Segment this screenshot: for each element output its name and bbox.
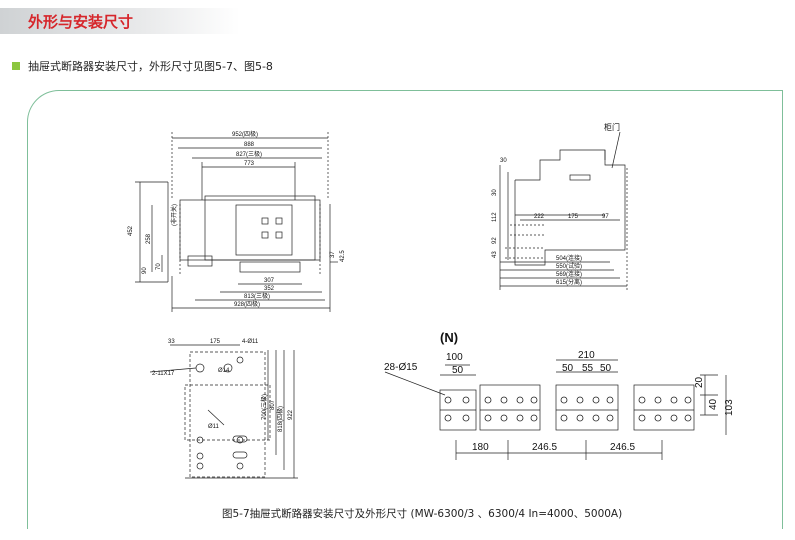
- label-d11: Ø11: [208, 424, 220, 430]
- dim-side-550: 550(试验): [556, 262, 582, 270]
- dim-42-5: 42.5: [340, 250, 346, 262]
- dim-term-40: 40: [708, 398, 719, 410]
- header-bar: [0, 8, 240, 34]
- terminal-holes: [444, 396, 692, 422]
- dim-307: 307: [264, 278, 275, 284]
- dim-952: 952(四极): [232, 130, 258, 138]
- dim-term-180: 180: [472, 442, 489, 453]
- dim-side-97: 97: [602, 214, 609, 220]
- dim-352: 352: [264, 286, 275, 292]
- label-2-11x17: 2-11X17: [152, 371, 175, 377]
- dim-258: 258: [146, 233, 152, 244]
- dim-side-112: 112: [492, 212, 498, 222]
- dim-side-504: 504(连接): [556, 254, 582, 262]
- dim-plan-33: 33: [168, 339, 175, 345]
- dim-term-246a: 246.5: [532, 442, 557, 453]
- dim-side-222: 222: [534, 214, 545, 220]
- left-label: (非开关): [170, 204, 178, 226]
- dim-term-50b: 50: [562, 363, 574, 374]
- dim-term-246b: 246.5: [610, 442, 635, 453]
- dim-452: 452: [128, 225, 134, 236]
- dim-70: 70: [156, 263, 162, 270]
- section-subtitle: 抽屉式断路器安装尺寸，外形尺寸见图5-7、图5-8: [28, 60, 273, 73]
- dim-side-175: 175: [568, 214, 579, 220]
- label-n: (N): [440, 330, 458, 345]
- dim-side-30a: 30: [500, 158, 507, 164]
- page-title: 外形与安装尺寸: [28, 13, 134, 31]
- dim-side-569: 569(连接): [556, 270, 582, 278]
- diagram-frame: [27, 90, 783, 529]
- door-label: 柜门: [604, 122, 620, 132]
- dim-813: 813(三极): [244, 292, 270, 300]
- dim-side-43: 43: [492, 251, 498, 258]
- dim-888: 888: [244, 142, 255, 148]
- side-view: [499, 131, 628, 290]
- dim-term-50a: 50: [452, 365, 464, 376]
- dim-side-30b: 30: [492, 189, 498, 196]
- label-d14: Ø14: [218, 368, 230, 374]
- figure-caption: 图5-7抽屉式断路器安装尺寸及外形尺寸 (MW-6300/3 、6300/4 I…: [222, 508, 623, 520]
- dim-plan-807: 807: [270, 399, 276, 410]
- dim-plan-175: 175: [210, 339, 221, 345]
- bullet-icon: [12, 62, 20, 70]
- dim-term-55: 55: [582, 363, 594, 374]
- dim-side-92: 92: [492, 237, 498, 244]
- front-view: [135, 132, 338, 312]
- dim-773: 773: [244, 161, 255, 167]
- dim-term-20: 20: [694, 376, 705, 388]
- dim-827: 827(三极): [236, 150, 262, 158]
- dim-plan-922: 922: [288, 409, 294, 420]
- plan-view: [149, 344, 298, 479]
- dim-term-103: 103: [724, 399, 735, 416]
- terminal-view: [384, 359, 727, 460]
- dim-term-100: 100: [446, 352, 463, 363]
- dim-90: 90: [142, 267, 148, 274]
- dim-37: 37: [330, 251, 336, 258]
- dim-term-50c: 50: [600, 363, 612, 374]
- dim-plan-700: 700(三极): [260, 394, 268, 420]
- dim-plan-818: 818(四极): [276, 406, 284, 432]
- dim-plan-4-11: 4-Ø11: [242, 339, 259, 345]
- dim-side-615: 615(分离): [556, 278, 582, 286]
- label-hole: 28-Ø15: [384, 362, 418, 373]
- dim-term-210: 210: [578, 350, 595, 361]
- dim-928: 928(四极): [234, 300, 260, 308]
